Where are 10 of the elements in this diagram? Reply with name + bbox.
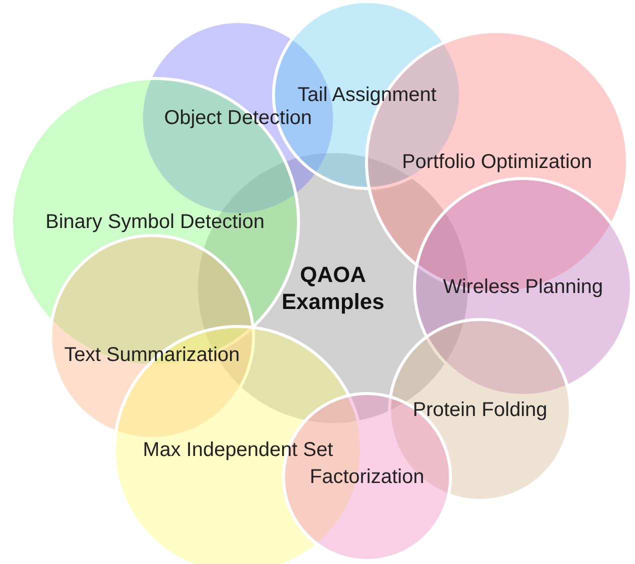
topic-label: Object Detection xyxy=(164,106,312,130)
topic-label: Max Independent Set xyxy=(142,438,334,462)
topic-label: Wireless Planning xyxy=(442,274,604,300)
topic-label: Protein Folding xyxy=(412,398,548,422)
topic-label: Portfolio Optimization xyxy=(402,150,592,174)
topic-label: Binary Symbol Detection xyxy=(46,210,264,234)
topic-label: Factorization xyxy=(310,464,424,490)
topic-label: Tail Assignment xyxy=(298,82,436,108)
title-label: QAOA Examples xyxy=(280,260,386,316)
topic-label: Text Summarization xyxy=(64,342,240,368)
